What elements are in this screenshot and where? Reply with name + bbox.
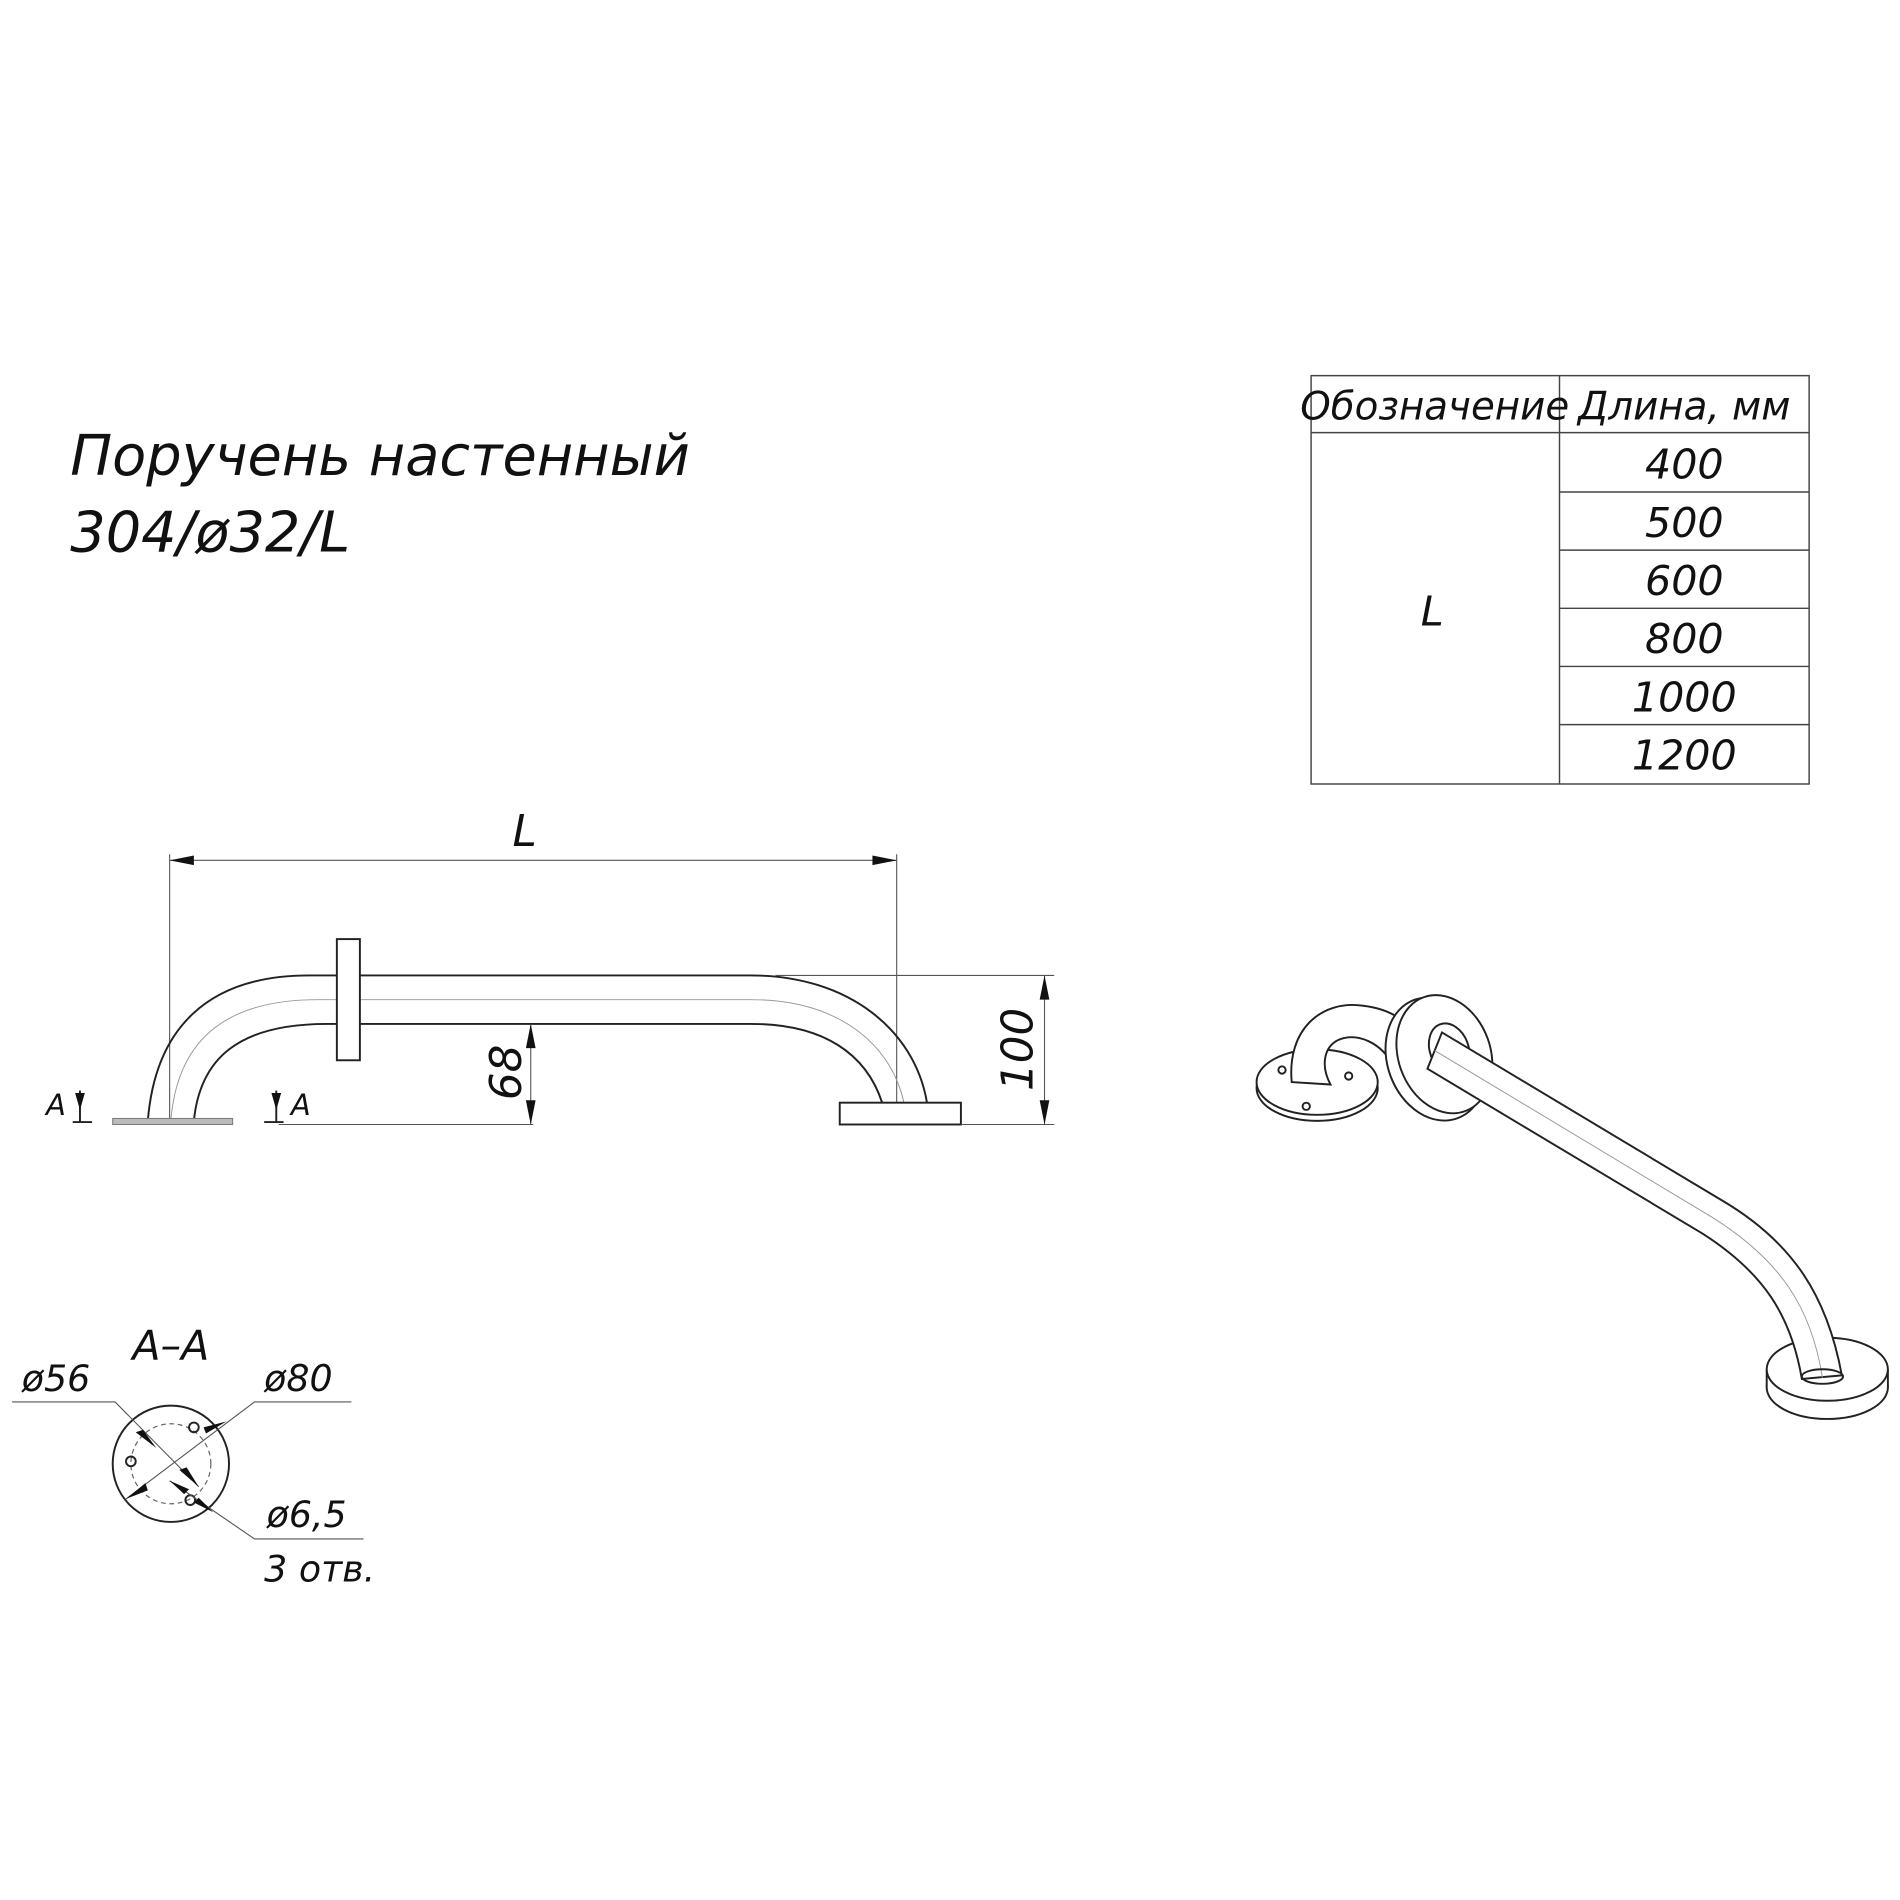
table-length-cell: 1000 — [1632, 673, 1737, 721]
drawing-title: Поручень настенный 304/ø32/L — [70, 424, 690, 565]
outer-diameter-label: ø80 — [263, 1357, 332, 1400]
table-header-designation: Обозначение — [1300, 384, 1569, 429]
table-length-cell: 800 — [1645, 615, 1724, 663]
dimension-height-outer-label: 100 — [993, 1008, 1043, 1091]
table-length-cell: 400 — [1645, 441, 1724, 489]
mounting-hole — [125, 1455, 137, 1468]
dimension-length-label: L — [513, 807, 537, 857]
section-mark-left: A — [44, 1088, 93, 1124]
table-length-cell: 1200 — [1632, 731, 1737, 779]
section-label: A–A — [129, 1322, 209, 1370]
table-header-length: Длина, мм — [1576, 384, 1790, 429]
section-a-a: A–A ø56 ø80 ø6,5 3 отв. — [12, 1322, 375, 1590]
table-length-cell: 500 — [1645, 499, 1724, 547]
hole-count-label: 3 отв. — [264, 1547, 375, 1590]
inner-diameter-label: ø56 — [21, 1357, 90, 1400]
hole-diameter-label: ø6,5 — [266, 1493, 347, 1536]
section-mark-right: A — [264, 1088, 311, 1124]
mounting-hole — [188, 1421, 200, 1434]
table-designation-cell: L — [1421, 587, 1444, 635]
length-table: Обозначение Длина, мм L 400 500 600 800 … — [1300, 374, 1810, 785]
title-line-2: 304/ø32/L — [70, 500, 350, 565]
dimension-height-inner-label: 68 — [482, 1045, 532, 1101]
side-view: L 100 68 A A — [44, 807, 1055, 1126]
table-length-cell: 600 — [1645, 557, 1724, 605]
section-mark-left-label: A — [44, 1088, 66, 1122]
title-line-1: Поручень настенный — [70, 424, 690, 489]
isometric-view — [1255, 994, 1889, 1420]
section-mark-right-label: A — [289, 1088, 311, 1122]
